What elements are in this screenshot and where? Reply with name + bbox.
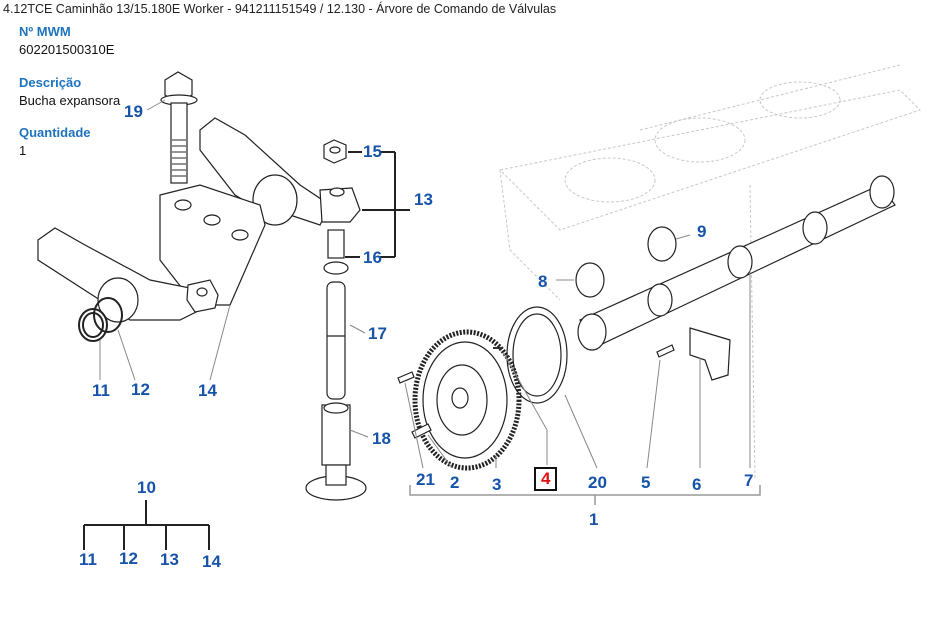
bracket-13-lines [345, 151, 410, 258]
callout-2[interactable]: 2 [450, 473, 460, 492]
callout-6[interactable]: 6 [692, 475, 702, 494]
legend-child-14: 14 [202, 552, 221, 571]
quantity-value: 1 [19, 143, 27, 158]
description-value: Bucha expansora [19, 93, 121, 108]
engine-block-outline [498, 64, 921, 481]
snap-ring-11 [78, 308, 108, 342]
quantity-label: Quantidade [19, 125, 91, 140]
callout-18[interactable]: 18 [372, 429, 391, 448]
callout-17[interactable]: 17 [368, 324, 387, 343]
callout-13[interactable]: 13 [414, 190, 433, 209]
leader-lines [99, 99, 751, 469]
group-1-bracket [409, 485, 761, 505]
callout-4-selected[interactable]: 4 [534, 467, 558, 491]
callout-11[interactable]: 11 [92, 381, 110, 400]
legend-child-12: 12 [119, 549, 138, 568]
callout-5[interactable]: 5 [641, 473, 651, 492]
washer-12 [93, 297, 123, 333]
bracket-and-bolt [656, 327, 731, 381]
callout-21[interactable]: 21 [416, 470, 435, 489]
rocker-arm-assembly [37, 117, 331, 323]
legend-child-11: 11 [79, 550, 97, 569]
bearing-bushings [575, 226, 677, 298]
mwm-number-label: Nº MWM [19, 24, 71, 39]
push-rod-17 [326, 281, 346, 400]
callout-14[interactable]: 14 [198, 381, 217, 400]
callout-20[interactable]: 20 [588, 473, 607, 492]
thrust-plate-20 [506, 306, 568, 404]
mwm-number-section: Nº MWM 602201500310E [19, 24, 114, 57]
camshaft-drawing [577, 175, 896, 351]
callout-9[interactable]: 9 [697, 222, 707, 241]
mwm-number-value: 602201500310E [19, 42, 115, 57]
callout-8[interactable]: 8 [538, 272, 548, 291]
bolt-19-drawing [160, 71, 198, 184]
legend-child-13: 13 [160, 550, 179, 569]
callout-16[interactable]: 16 [363, 248, 382, 267]
description-section: Descrição Bucha expansora [19, 75, 120, 108]
callout-19[interactable]: 19 [124, 102, 143, 121]
legend-root-10: 10 [137, 478, 156, 497]
callout-7[interactable]: 7 [744, 471, 754, 490]
callout-12[interactable]: 12 [131, 380, 150, 399]
small-bolts [397, 371, 432, 439]
quantity-section: Quantidade 1 [19, 125, 91, 158]
tappet-18 [305, 402, 367, 501]
page-title: 4.12TCE Caminhão 13/15.180E Worker - 941… [3, 2, 557, 16]
description-label: Descrição [19, 75, 82, 90]
legend-tree-lines [83, 500, 210, 550]
callout-3[interactable]: 3 [492, 475, 502, 494]
adjuster-parts [319, 139, 361, 275]
timing-gear-drawing [412, 329, 522, 471]
callout-15[interactable]: 15 [363, 142, 382, 161]
callout-1[interactable]: 1 [589, 510, 599, 529]
